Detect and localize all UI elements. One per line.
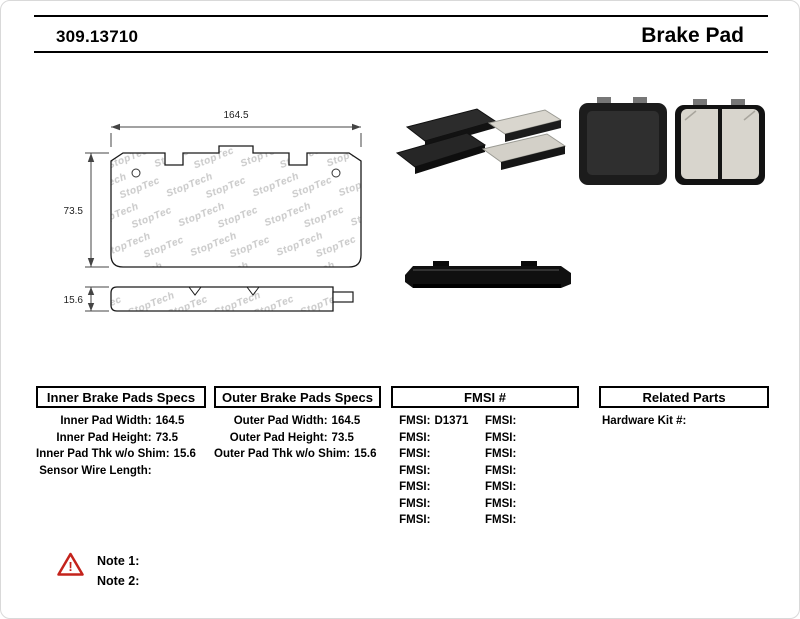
spec-label: FMSI: — [399, 464, 431, 477]
spec-row: Outer Pad Height: 73.5 — [214, 430, 381, 447]
spec-label: FMSI: — [485, 415, 517, 427]
spec-value — [152, 463, 156, 480]
spec-row: Inner Pad Height: 73.5 — [36, 430, 206, 447]
photo-pads-angled — [395, 108, 567, 174]
product-title: Brake Pad — [641, 24, 744, 47]
edge-view-notch — [188, 286, 202, 296]
spec-label: Hardware Kit #: — [602, 415, 687, 427]
spec-row: FMSI: — [391, 496, 485, 513]
spec-label: FMSI: — [399, 448, 431, 460]
spec-row: FMSI: — [485, 430, 579, 447]
spec-row: FMSI: — [485, 446, 579, 463]
spec-value — [516, 512, 520, 529]
spec-label: FMSI: — [485, 464, 517, 477]
brake-pad-front-view — [110, 145, 362, 268]
spec-row: Inner Pad Width: 164.5 — [36, 413, 206, 430]
header-rule-bottom — [34, 51, 768, 53]
spec-row: Outer Pad Width: 164.5 — [214, 413, 381, 430]
edge-view-tab — [332, 291, 354, 303]
spec-value — [516, 430, 520, 447]
fmsi-right-column: FMSI: FMSI: FMSI: FMSI: FMSI: FMSI: — [485, 413, 579, 529]
warning-triangle-outline — [57, 552, 84, 576]
spec-value: 73.5 — [331, 431, 354, 444]
spec-value: 15.6 — [173, 448, 196, 460]
spec-row: FMSI: — [391, 479, 485, 496]
note-line: Note 2: — [97, 574, 140, 588]
spec-row: Inner Pad Thk w/o Shim: 15.6 — [36, 446, 206, 463]
fmsi-left-column: FMSI: D1371 FMSI: FMSI: FMSI: FMSI: FMSI… — [391, 413, 485, 529]
spec-value: 15.6 — [354, 448, 377, 460]
spec-value: 164.5 — [331, 415, 361, 427]
spec-value — [430, 430, 434, 447]
spec-label: FMSI: — [485, 497, 517, 510]
spec-value — [430, 463, 434, 480]
spec-label: FMSI: — [485, 431, 517, 444]
spec-value — [430, 512, 434, 529]
photo-pad-profile — [405, 261, 571, 288]
spec-row: Sensor Wire Length: — [36, 463, 206, 480]
pad-hole-right — [331, 168, 341, 178]
spec-row: FMSI: — [485, 496, 579, 513]
technical-drawing: StopTech StopTech 164.5 73.5 15.6 — [64, 110, 362, 312]
spec-label: FMSI: — [399, 481, 431, 493]
related-parts-rows: Hardware Kit #: — [599, 413, 769, 430]
fmsi-header: FMSI # — [391, 386, 579, 408]
spec-label: FMSI: — [399, 415, 431, 427]
outer-specs-rows: Outer Pad Width: 164.5 Outer Pad Height:… — [214, 413, 381, 463]
pad-hole-left — [131, 168, 141, 178]
spec-label: Outer Pad Width: — [233, 415, 328, 427]
brake-pad-edge-view — [110, 286, 334, 312]
inner-specs-header: Inner Brake Pads Specs — [36, 386, 206, 408]
spec-value — [430, 446, 434, 463]
warning-triangle-icon: ! — [57, 552, 84, 576]
photo-pads-face — [579, 97, 765, 185]
spec-label: Inner Pad Thk w/o Shim: — [36, 448, 170, 460]
spec-row: FMSI: D1371 — [391, 413, 485, 430]
spec-label: FMSI: — [485, 514, 517, 526]
inner-specs-rows: Inner Pad Width: 164.5 Inner Pad Height:… — [36, 413, 206, 479]
header-rule-top — [34, 15, 768, 17]
spec-row: FMSI: — [485, 463, 579, 480]
spec-row: FMSI: — [485, 413, 579, 430]
edge-view-notch — [246, 286, 260, 296]
spec-label: FMSI: — [399, 431, 431, 444]
spec-label: Inner Pad Height: — [56, 431, 152, 444]
spec-value — [516, 413, 520, 430]
spec-value: 164.5 — [155, 415, 185, 427]
spec-value — [686, 413, 690, 430]
spec-label: Inner Pad Width: — [60, 415, 152, 427]
spec-value — [516, 446, 520, 463]
warning-exclamation: ! — [68, 559, 72, 574]
dim-height-label: 73.5 — [64, 206, 84, 217]
spec-value — [516, 479, 520, 496]
spec-label: FMSI: — [485, 448, 517, 460]
spec-value — [430, 479, 434, 496]
spec-row: FMSI: — [391, 446, 485, 463]
spec-label: Outer Pad Height: — [229, 431, 328, 444]
spec-value: 73.5 — [155, 431, 178, 444]
spec-row: Hardware Kit #: — [599, 413, 769, 430]
related-parts-header: Related Parts — [599, 386, 769, 408]
spec-label: Sensor Wire Length: — [39, 464, 152, 477]
spec-label: FMSI: — [399, 497, 431, 510]
spec-row: Outer Pad Thk w/o Shim: 15.6 — [214, 446, 381, 463]
spec-value — [516, 496, 520, 513]
spec-value — [516, 463, 520, 480]
note-line: Note 1: — [97, 554, 140, 568]
part-number: 309.13710 — [56, 27, 139, 46]
spec-row: FMSI: — [391, 512, 485, 529]
spec-label: FMSI: — [485, 481, 517, 493]
spec-value — [430, 496, 434, 513]
spec-row: FMSI: — [391, 430, 485, 447]
spec-value: D1371 — [434, 415, 469, 427]
spec-row: FMSI: — [391, 463, 485, 480]
dim-width-label: 164.5 — [223, 110, 248, 121]
dim-thickness-label: 15.6 — [64, 295, 84, 306]
spec-row: FMSI: — [485, 512, 579, 529]
outer-specs-header: Outer Brake Pads Specs — [214, 386, 381, 408]
spec-row: FMSI: — [485, 479, 579, 496]
spec-label: FMSI: — [399, 514, 431, 526]
spec-label: Outer Pad Thk w/o Shim: — [214, 448, 351, 460]
fmsi-rows: FMSI: D1371 FMSI: FMSI: FMSI: FMSI: FMSI… — [391, 413, 579, 529]
